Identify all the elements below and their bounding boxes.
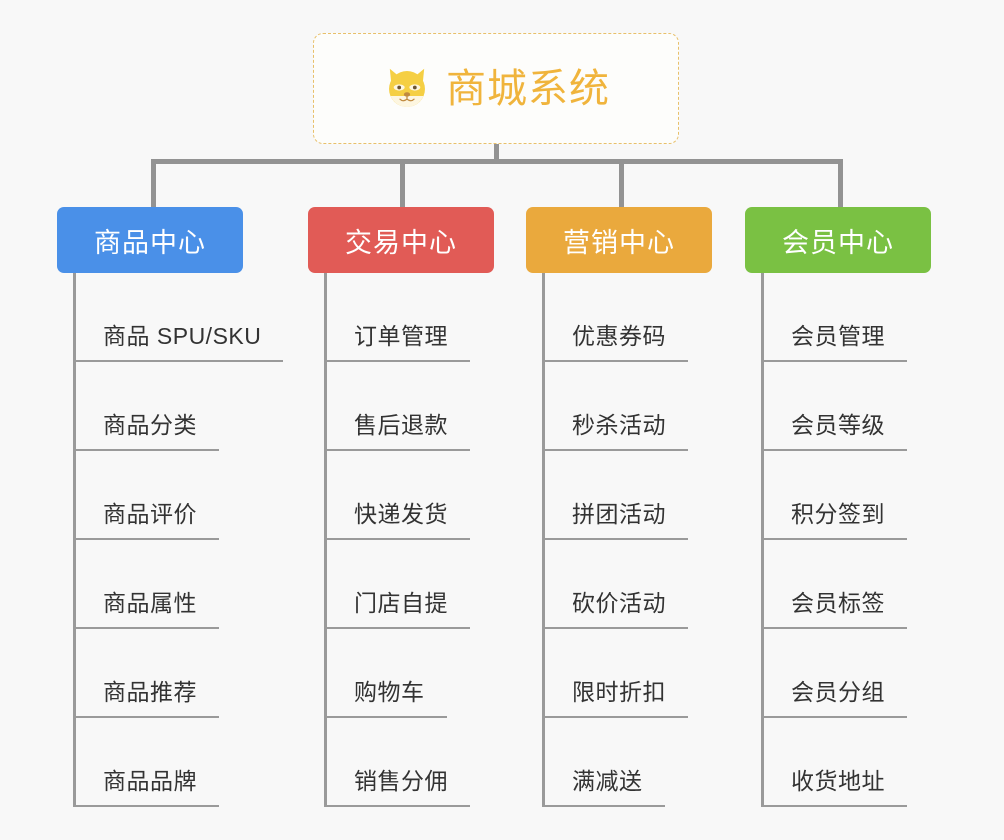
list-item[interactable]: 商品评价 <box>57 451 357 540</box>
branch-children-2: 优惠券码 秒杀活动 拼团活动 砍价活动 限时折扣 满减送 <box>526 273 786 807</box>
list-item[interactable]: 门店自提 <box>308 540 568 629</box>
connector-bus <box>151 159 843 164</box>
list-item[interactable]: 会员等级 <box>745 362 1004 451</box>
list-item-label: 商品评价 <box>103 501 197 527</box>
list-item[interactable]: 商品品牌 <box>57 718 357 807</box>
list-item[interactable]: 订单管理 <box>308 273 568 362</box>
list-item[interactable]: 收货地址 <box>745 718 1004 807</box>
list-item[interactable]: 会员标签 <box>745 540 1004 629</box>
list-item-label: 快递发货 <box>354 501 448 527</box>
list-item[interactable]: 积分签到 <box>745 451 1004 540</box>
list-item-label: 秒杀活动 <box>572 412 666 438</box>
list-item-label: 会员等级 <box>791 412 885 438</box>
branch-header-1[interactable]: 交易中心 <box>308 207 494 273</box>
list-item[interactable]: 会员分组 <box>745 629 1004 718</box>
list-item-label: 积分签到 <box>791 501 885 527</box>
connector-drop-2 <box>619 159 624 208</box>
list-item[interactable]: 商品属性 <box>57 540 357 629</box>
branch-rail-0 <box>73 273 76 807</box>
branch-rail-3 <box>761 273 764 807</box>
branch-rail-2 <box>542 273 545 807</box>
root-node[interactable]: 商城系统 <box>313 33 679 144</box>
list-item-label: 收货地址 <box>791 768 885 794</box>
list-item-label: 优惠券码 <box>572 323 666 349</box>
connector-stem <box>494 144 499 162</box>
list-item[interactable]: 快递发货 <box>308 451 568 540</box>
list-item-label: 砍价活动 <box>572 590 666 616</box>
list-item-label: 拼团活动 <box>572 501 666 527</box>
list-item-label: 满减送 <box>572 768 643 794</box>
list-item[interactable]: 商品 SPU/SKU <box>57 273 357 362</box>
connector-drop-1 <box>400 159 405 208</box>
list-item-label: 购物车 <box>354 679 425 705</box>
list-item-label: 门店自提 <box>354 590 448 616</box>
list-item-label: 销售分佣 <box>354 768 448 794</box>
connector-drop-0 <box>151 159 156 208</box>
list-item-label: 订单管理 <box>354 323 448 349</box>
branch-column-1: 交易中心 订单管理 售后退款 快递发货 门店自提 购物车 销售分佣 <box>308 207 568 807</box>
list-item[interactable]: 会员管理 <box>745 273 1004 362</box>
list-item[interactable]: 商品推荐 <box>57 629 357 718</box>
branch-children-1: 订单管理 售后退款 快递发货 门店自提 购物车 销售分佣 <box>308 273 568 807</box>
list-item-label: 商品属性 <box>103 590 197 616</box>
list-item-label: 会员管理 <box>791 323 885 349</box>
branch-children-0: 商品 SPU/SKU 商品分类 商品评价 商品属性 商品推荐 商品品牌 <box>57 273 357 807</box>
list-item-label: 商品分类 <box>103 412 197 438</box>
list-item[interactable]: 销售分佣 <box>308 718 568 807</box>
branch-column-3: 会员中心 会员管理 会员等级 积分签到 会员标签 会员分组 收货地址 <box>745 207 1004 807</box>
branch-header-2[interactable]: 营销中心 <box>526 207 712 273</box>
list-item[interactable]: 购物车 <box>308 629 568 718</box>
root-title: 商城系统 <box>446 66 610 111</box>
list-item-label: 商品推荐 <box>103 679 197 705</box>
list-item-label: 售后退款 <box>354 412 448 438</box>
branch-rail-1 <box>324 273 327 807</box>
list-item-label: 会员分组 <box>791 679 885 705</box>
branch-children-3: 会员管理 会员等级 积分签到 会员标签 会员分组 收货地址 <box>745 273 1004 807</box>
branch-header-0[interactable]: 商品中心 <box>57 207 243 273</box>
list-item-label: 商品品牌 <box>103 768 197 794</box>
branch-header-label-0: 商品中心 <box>94 227 206 258</box>
list-item-label: 商品 SPU/SKU <box>103 323 262 349</box>
branch-header-3[interactable]: 会员中心 <box>745 207 931 273</box>
list-item[interactable]: 售后退款 <box>308 362 568 451</box>
connector-drop-3 <box>838 159 843 208</box>
list-item[interactable]: 拼团活动 <box>526 451 786 540</box>
branch-header-label-1: 交易中心 <box>345 227 457 258</box>
list-item[interactable]: 优惠券码 <box>526 273 786 362</box>
list-item[interactable]: 砍价活动 <box>526 540 786 629</box>
list-item-label: 会员标签 <box>791 590 885 616</box>
list-item[interactable]: 商品分类 <box>57 362 357 451</box>
list-item[interactable]: 满减送 <box>526 718 786 807</box>
shiba-dog-icon <box>382 64 432 114</box>
list-item[interactable]: 秒杀活动 <box>526 362 786 451</box>
branch-column-2: 营销中心 优惠券码 秒杀活动 拼团活动 砍价活动 限时折扣 满减送 <box>526 207 786 807</box>
branch-header-label-3: 会员中心 <box>782 227 894 258</box>
list-item-label: 限时折扣 <box>572 679 666 705</box>
branch-header-label-2: 营销中心 <box>563 227 675 258</box>
branch-column-0: 商品中心 商品 SPU/SKU 商品分类 商品评价 商品属性 商品推荐 商品品牌 <box>57 207 357 807</box>
list-item[interactable]: 限时折扣 <box>526 629 786 718</box>
